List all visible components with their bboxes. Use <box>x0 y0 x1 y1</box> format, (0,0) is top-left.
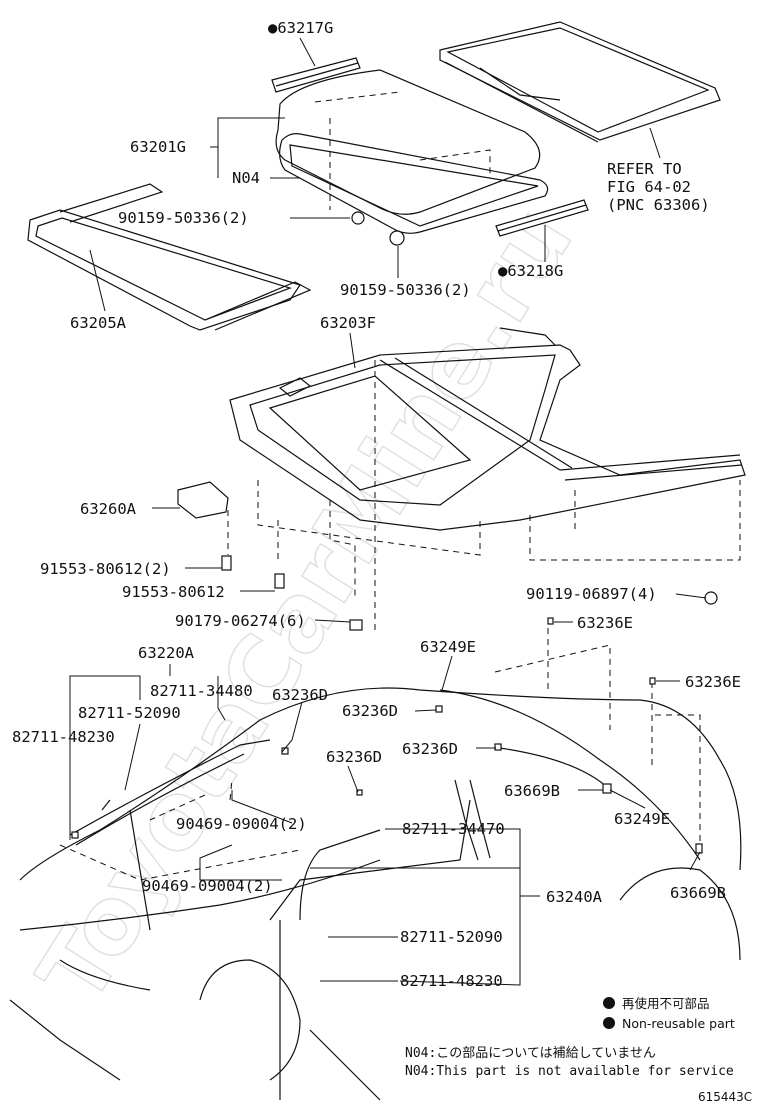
label-63203f: 63203F <box>320 314 376 332</box>
label-82711-34470: 82711-34470 <box>402 820 505 838</box>
label-63249e-a: 63249E <box>420 638 476 656</box>
bolt-90159-a <box>351 211 365 225</box>
legend: 再使用不可部品 Non-reusable part <box>603 996 735 1031</box>
label-63220a: 63220A <box>138 644 195 662</box>
label-63205a: 63205A <box>70 314 127 332</box>
bolt-90159-b <box>389 230 405 246</box>
weatherstrip-63217g <box>271 57 361 93</box>
label-refer-fig: FIG 64-02 <box>607 178 691 196</box>
weatherstrip-63218g <box>495 199 589 237</box>
label-63669b-b: 63669B <box>670 884 726 902</box>
label-82711-34480: 82711-34480 <box>150 682 253 700</box>
label-90469-09004-a: 90469-09004(2) <box>176 815 307 833</box>
label-90469-09004-b: 90469-09004(2) <box>142 877 273 895</box>
sunshade-panel <box>439 21 721 143</box>
bolt-91553-b <box>274 573 285 589</box>
label-63236d-c: 63236D <box>402 740 458 758</box>
label-63236d-b: 63236D <box>342 702 398 720</box>
car-body-outline <box>9 687 742 1101</box>
label-90159-50336-b: 90159-50336(2) <box>340 281 471 299</box>
label-63218g: ●63218G <box>498 262 563 280</box>
label-n04: N04 <box>232 169 260 187</box>
label-63236d-a: 63236D <box>272 686 328 704</box>
legend-dot-en <box>603 1017 615 1029</box>
label-90179-06274: 90179-06274(6) <box>175 612 306 630</box>
note-en: N04:This part is not available for servi… <box>405 1064 734 1079</box>
label-63201g: 63201G <box>130 138 186 156</box>
label-63236e-a: 63236E <box>577 614 633 632</box>
label-63236e-b: 63236E <box>685 673 741 691</box>
leader-lines <box>69 37 707 986</box>
label-63249e-b: 63249E <box>614 810 670 828</box>
bracket-63260a <box>177 481 229 519</box>
sunroof-housing-63203f <box>229 327 746 531</box>
legend-jp: 再使用不可部品 <box>622 996 710 1011</box>
frame-seal-63205a <box>27 183 312 331</box>
clip-markers <box>71 617 703 854</box>
nut-90179 <box>349 619 363 631</box>
label-82711-48230-b: 82711-48230 <box>400 972 503 990</box>
legend-en: Non-reusable part <box>622 1016 735 1031</box>
label-refer-to: REFER TO <box>607 160 682 178</box>
seal-n04 <box>279 133 549 234</box>
label-63260a: 63260A <box>80 500 137 518</box>
label-63240a: 63240A <box>546 888 603 906</box>
clip-90119 <box>704 591 718 605</box>
label-82711-52090-a: 82711-52090 <box>78 704 181 722</box>
figure-code: 615443C <box>698 1090 752 1104</box>
label-63217g: ●63217G <box>268 19 333 37</box>
front-drain-hoses-63220a <box>69 739 271 931</box>
label-91553-80612-b: 91553-80612 <box>122 583 225 601</box>
bolt-91553-a <box>221 555 232 571</box>
housing-dashed-leaders <box>227 360 741 630</box>
rear-dashed-leaders <box>59 628 701 881</box>
label-82711-48230-a: 82711-48230 <box>12 728 115 746</box>
label-63236d-d: 63236D <box>326 748 382 766</box>
label-63669b-a: 63669B <box>504 782 560 800</box>
legend-dot-jp <box>603 997 615 1009</box>
label-82711-52090-b: 82711-52090 <box>400 928 503 946</box>
note-jp: N04:この部品については補給していません <box>405 1046 656 1061</box>
label-91553-80612-a: 91553-80612(2) <box>40 560 171 578</box>
label-90159-50336-a: 90159-50336(2) <box>118 209 249 227</box>
label-refer-pnc: (PNC 63306) <box>607 196 710 214</box>
label-90119-06897: 90119-06897(4) <box>526 585 657 603</box>
